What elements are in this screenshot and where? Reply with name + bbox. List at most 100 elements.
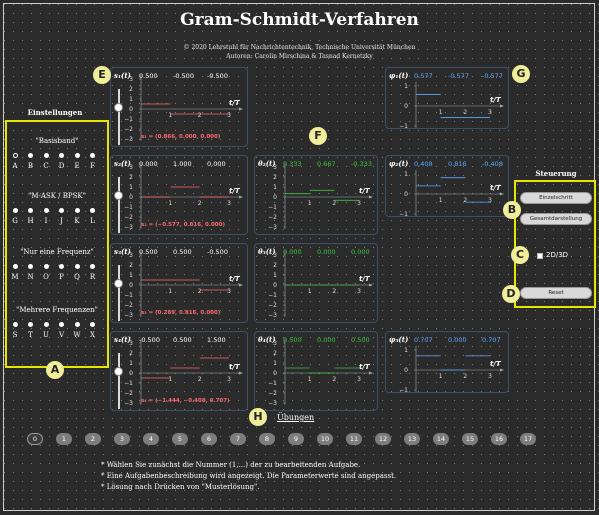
y-tick-label: −1 <box>399 387 408 393</box>
radio-n[interactable] <box>28 264 33 269</box>
exercises-title[interactable]: Übungen <box>277 413 315 422</box>
theta-value-2-2: 0.667 <box>317 160 336 168</box>
y-tick-label: −3 <box>268 400 277 407</box>
radio-l[interactable] <box>90 208 95 213</box>
y-tick-label: 0 <box>129 282 133 289</box>
s-slider-track-3[interactable] <box>118 265 120 321</box>
radio-r[interactable] <box>90 264 95 269</box>
s-vector-1: s₁ = (0.866, 0.000, 0.000) <box>141 134 221 140</box>
s-slider-knob-2[interactable] <box>114 191 123 200</box>
2d3d-checkbox[interactable] <box>537 253 543 259</box>
radio-s[interactable] <box>12 322 18 327</box>
y-tick-label: 1 <box>129 184 133 191</box>
s-slider-knob-3[interactable] <box>114 279 123 288</box>
radio-v[interactable] <box>59 322 64 327</box>
radio-u[interactable] <box>43 322 49 327</box>
x-tick-label: 3 <box>357 288 361 295</box>
radio-t[interactable] <box>28 322 33 327</box>
y-tick-label: −3 <box>124 224 133 231</box>
exercise-button-17[interactable]: 17 <box>520 433 536 445</box>
radio-i[interactable] <box>43 208 49 213</box>
exercise-button-12[interactable]: 12 <box>375 433 391 445</box>
control-panel <box>514 180 596 308</box>
radio-m[interactable] <box>12 264 18 269</box>
exercise-button-4[interactable]: 4 <box>143 433 159 445</box>
radio-o[interactable] <box>43 264 49 269</box>
time-axis-label: t/T <box>490 184 502 192</box>
radio-p[interactable] <box>59 264 64 269</box>
x-axis-arrow <box>369 283 373 287</box>
time-axis-label: t/T <box>229 187 241 195</box>
x-tick-label: 3 <box>227 112 231 119</box>
radio-c[interactable] <box>43 153 49 158</box>
s-slider-knob-4[interactable] <box>114 367 123 376</box>
radio-label-p: P <box>59 273 64 281</box>
reset-button[interactable]: Reset <box>520 287 592 299</box>
y-tick-label: −2 <box>268 214 277 221</box>
s-value-3-2: 0.500 <box>173 248 192 256</box>
exercise-button-2[interactable]: 2 <box>85 433 101 445</box>
exercise-button-0[interactable]: 0 <box>27 433 43 445</box>
y-tick-label: 3 <box>273 164 277 171</box>
step-button[interactable]: Einzelschritt <box>520 192 592 204</box>
theta-title-2: θ₂(t) <box>258 159 276 168</box>
s-slider-track-4[interactable] <box>118 353 120 409</box>
y-tick-label: 0 <box>273 370 277 377</box>
exercise-button-6[interactable]: 6 <box>201 433 217 445</box>
page-title: Gram-Schmidt-Verfahren <box>180 10 419 30</box>
marker-e: E <box>93 66 111 84</box>
radio-g[interactable] <box>12 208 18 213</box>
exercise-button-7[interactable]: 7 <box>230 433 246 445</box>
y-tick-label: −1 <box>268 292 277 299</box>
s-value-4-2: 0.500 <box>173 336 192 344</box>
y-tick-label: 2 <box>273 262 277 269</box>
radio-x[interactable] <box>90 322 95 327</box>
radio-h[interactable] <box>28 208 33 213</box>
radio-j[interactable] <box>59 208 64 213</box>
radio-e[interactable] <box>74 153 80 158</box>
radio-f[interactable] <box>90 153 95 158</box>
overview-button[interactable]: Gesamtdarstellung <box>520 213 592 225</box>
exercise-button-3[interactable]: 3 <box>114 433 130 445</box>
marker-h: H <box>249 408 267 426</box>
s-slider-knob-1[interactable] <box>114 103 123 112</box>
radio-a[interactable] <box>12 153 18 158</box>
exercise-button-15[interactable]: 15 <box>462 433 478 445</box>
exercise-button-11[interactable]: 11 <box>346 433 362 445</box>
radio-k[interactable] <box>74 208 80 213</box>
x-tick-label: 2 <box>198 112 202 119</box>
s-slider-track-1[interactable] <box>118 89 120 145</box>
control-title: Steuerung <box>535 169 577 178</box>
s-value-2-3: 0.000 <box>207 160 226 168</box>
s-title-1: s₁(t) <box>114 71 131 80</box>
x-axis-arrow <box>239 107 243 111</box>
radio-d[interactable] <box>59 153 64 158</box>
radio-label-c: C <box>43 162 49 170</box>
exercise-button-16[interactable]: 16 <box>491 433 507 445</box>
marker-b: B <box>503 201 521 219</box>
y-tick-label: 2 <box>129 350 133 357</box>
y-tick-label: 0 <box>129 194 133 201</box>
radio-label-g: G <box>12 217 18 225</box>
exercise-button-5[interactable]: 5 <box>172 433 188 445</box>
exercise-button-9[interactable]: 9 <box>288 433 304 445</box>
radio-q[interactable] <box>74 264 80 269</box>
exercise-button-14[interactable]: 14 <box>433 433 449 445</box>
exercise-button-10[interactable]: 10 <box>317 433 333 445</box>
radio-label-i: I <box>44 217 48 225</box>
exercise-button-8[interactable]: 8 <box>259 433 275 445</box>
radio-label-a: A <box>12 162 18 170</box>
radio-w[interactable] <box>74 322 80 327</box>
y-tick-label: 3 <box>273 252 277 259</box>
exercise-button-1[interactable]: 1 <box>56 433 72 445</box>
x-tick-label: 2 <box>198 376 202 383</box>
s-slider-track-2[interactable] <box>118 177 120 233</box>
s-value-3-1: 0.500 <box>139 248 158 256</box>
radio-b[interactable] <box>28 153 33 158</box>
x-axis-arrow <box>239 195 243 199</box>
exercise-button-13[interactable]: 13 <box>404 433 420 445</box>
